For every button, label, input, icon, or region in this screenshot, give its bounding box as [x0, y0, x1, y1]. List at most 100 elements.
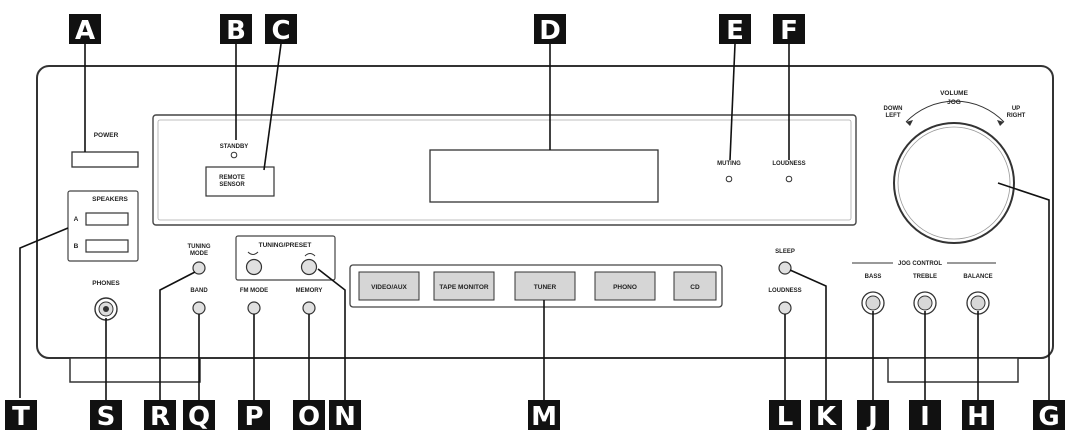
callout-N: N — [329, 400, 361, 432]
leader-T — [19, 227, 69, 398]
tuning-up-icon — [304, 253, 316, 257]
leader-K — [789, 269, 827, 400]
up-right-label-2: RIGHT — [1007, 113, 1026, 119]
input-button-tape-monitor-label: TAPE MONITOR — [439, 284, 489, 291]
bass-button[interactable] — [861, 291, 885, 315]
callout-A: A — [69, 14, 101, 46]
fm-mode-button[interactable] — [247, 301, 261, 315]
svg-text:T: T — [12, 402, 30, 432]
volume-knob-inner-ring — [897, 126, 1011, 240]
remote-sensor-label-1: REMOTE — [219, 175, 245, 181]
svg-text:S: S — [97, 402, 116, 432]
tuning-mode-button[interactable] — [192, 261, 206, 275]
muting-led — [725, 175, 733, 183]
callout-F: F — [773, 14, 805, 46]
input-button-video-aux[interactable]: VIDEO/AUX — [358, 271, 420, 301]
tuning-preset-label: TUNING/PRESET — [259, 242, 312, 249]
loudness-led — [785, 175, 793, 183]
leader-N — [317, 268, 346, 400]
leader-R — [159, 271, 196, 400]
svg-text:O: O — [298, 402, 320, 432]
callout-S: S — [90, 400, 122, 432]
fm-mode-label: FM MODE — [240, 288, 268, 294]
svg-text:B: B — [226, 16, 246, 46]
left-foot — [69, 357, 201, 383]
speaker-b-label: B — [74, 243, 79, 250]
memory-button[interactable] — [302, 301, 316, 315]
svg-text:Q: Q — [188, 402, 210, 432]
arc-arrow-right-icon — [997, 120, 1004, 126]
callout-K: K — [810, 400, 842, 432]
svg-text:L: L — [777, 402, 794, 432]
speaker-a-button[interactable] — [85, 212, 129, 226]
svg-text:A: A — [75, 16, 95, 46]
leader-E — [729, 43, 736, 161]
tuning-up-button[interactable] — [300, 258, 318, 276]
arc-arrow-left-icon — [906, 120, 913, 126]
standby-label: STANDBY — [220, 144, 249, 150]
svg-text:R: R — [150, 402, 170, 432]
bass-label: BASS — [865, 274, 882, 280]
loudness-indicator-label: LOUDNESS — [772, 161, 805, 167]
balance-label: BALANCE — [963, 274, 992, 280]
svg-text:I: I — [920, 402, 930, 432]
balance-button[interactable] — [966, 291, 990, 315]
fl-display — [429, 149, 659, 203]
tuning-down-button[interactable] — [245, 258, 263, 276]
memory-label: MEMORY — [296, 288, 323, 294]
callout-G: G — [1033, 400, 1065, 432]
power-label: POWER — [94, 132, 119, 139]
svg-text:K: K — [816, 402, 837, 432]
leader-C — [263, 43, 282, 171]
callout-L: L — [769, 400, 801, 432]
callout-J: J — [857, 400, 889, 432]
loudness-button[interactable] — [778, 301, 792, 315]
callout-H: H — [962, 400, 994, 432]
svg-text:F: F — [780, 16, 798, 46]
band-button[interactable] — [192, 301, 206, 315]
jog-label: JOG — [947, 99, 961, 106]
treble-label: TREBLE — [913, 274, 937, 280]
down-left-label-1: DOWN — [884, 106, 903, 112]
svg-text:N: N — [334, 402, 356, 432]
jog-direction-arc-icon — [905, 100, 1005, 123]
sleep-button[interactable] — [778, 261, 792, 275]
leader-G — [997, 182, 1050, 400]
callout-Q: Q — [183, 400, 215, 432]
callout-D: D — [534, 14, 566, 46]
volume-knob[interactable] — [893, 122, 1015, 244]
callout-E: E — [719, 14, 751, 46]
standby-led — [230, 151, 238, 159]
speaker-b-button[interactable] — [85, 239, 129, 253]
tuning-preset-frame — [235, 235, 336, 281]
loudness-button-label: LOUDNESS — [768, 288, 801, 294]
volume-label: VOLUME — [940, 90, 968, 97]
remote-sensor-label-2: SENSOR — [219, 182, 245, 188]
band-label: BAND — [190, 288, 208, 294]
tuning-mode-label-2: MODE — [190, 251, 208, 257]
callout-O: O — [293, 400, 325, 432]
input-button-tape-monitor[interactable]: TAPE MONITOR — [433, 271, 495, 301]
phones-jack[interactable] — [94, 297, 118, 321]
down-left-label-2: LEFT — [886, 113, 901, 119]
sleep-label: SLEEP — [775, 249, 795, 255]
treble-button[interactable] — [913, 291, 937, 315]
speakers-group-frame — [67, 190, 139, 262]
svg-text:G: G — [1038, 402, 1059, 432]
input-button-cd[interactable]: CD — [673, 271, 717, 301]
tuning-down-icon — [247, 251, 259, 255]
display-window-inner — [157, 119, 852, 221]
input-button-tuner[interactable]: TUNER — [514, 271, 576, 301]
input-button-video-aux-label: VIDEO/AUX — [371, 284, 407, 291]
input-button-phono[interactable]: PHONO — [594, 271, 656, 301]
jog-control-label: JOG CONTROL — [898, 261, 942, 267]
callout-T: T — [5, 400, 37, 432]
svg-text:H: H — [967, 402, 989, 432]
power-button[interactable] — [71, 151, 139, 168]
remote-sensor — [205, 166, 275, 197]
callout-R: R — [144, 400, 176, 432]
svg-text:J: J — [866, 402, 878, 432]
svg-text:E: E — [726, 16, 744, 46]
svg-text:M: M — [531, 402, 557, 432]
